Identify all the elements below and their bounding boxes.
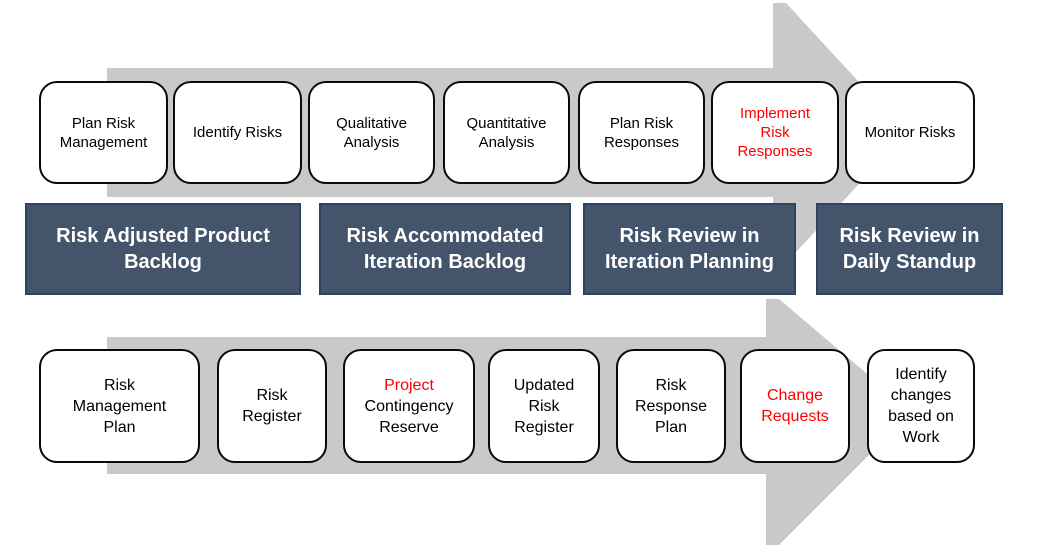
- label-line: Reserve: [379, 418, 439, 436]
- label-line: changes: [890, 387, 952, 404]
- label-line: Responses: [603, 133, 680, 151]
- label-line: Risk Adjusted Product: [56, 225, 270, 247]
- step-identify-changes-based-on-work: Identify changes based on Work: [867, 349, 975, 463]
- label-line: Updated: [513, 376, 575, 394]
- label-line: based on: [888, 408, 954, 425]
- label-line: Iteration Planning: [605, 251, 774, 273]
- label-line: Implement: [739, 105, 811, 122]
- label-line: Monitor Risks: [864, 124, 956, 141]
- label-line: Work: [902, 429, 940, 446]
- label-line: Analysis: [478, 133, 535, 151]
- step-monitor-risks: Monitor Risks: [845, 81, 975, 184]
- step-identify-risks: Identify Risks: [173, 81, 302, 184]
- label-line: Qualitative: [336, 114, 407, 132]
- label-line: Iteration Backlog: [363, 251, 527, 273]
- label-line: Management: [59, 133, 148, 151]
- label-line: Project: [384, 376, 434, 394]
- panel-risk-review-in-daily-standup: Risk Review in Daily Standup: [816, 203, 1003, 295]
- label-line: Daily Standup: [842, 251, 977, 273]
- label-line: Identify: [895, 366, 947, 383]
- label-line: Requests: [761, 408, 829, 425]
- label-line: Response: [634, 397, 708, 415]
- label-line: Risk: [655, 376, 687, 394]
- label-line: Change: [766, 387, 824, 404]
- label-line: Identify Risks: [192, 124, 283, 141]
- label-line: Risk: [760, 124, 790, 141]
- label-line: Quantitative: [466, 114, 547, 132]
- label-line: Analysis: [343, 133, 400, 151]
- panel-risk-review-in-iteration-planning: Risk Review in Iteration Planning: [583, 203, 796, 295]
- label-line: Risk Review in: [619, 225, 760, 247]
- label-line: Risk Accommodated: [346, 225, 544, 247]
- label-line: Contingency: [364, 397, 454, 415]
- label-line: Plan Risk: [609, 114, 674, 132]
- label-line: Register: [242, 408, 302, 425]
- label-line: Plan: [654, 418, 688, 436]
- label-line: Plan Risk: [71, 114, 136, 132]
- label-line: Risk Review in: [839, 225, 980, 247]
- label-line: Risk: [103, 376, 136, 394]
- label-line: Risk: [256, 387, 288, 404]
- label-line: Management: [72, 397, 167, 415]
- label-line: Risk: [528, 397, 560, 415]
- label-line: Backlog: [124, 251, 202, 273]
- label-line: Responses: [737, 143, 813, 160]
- label-line: Plan: [103, 418, 136, 436]
- label-line: Register: [514, 418, 574, 436]
